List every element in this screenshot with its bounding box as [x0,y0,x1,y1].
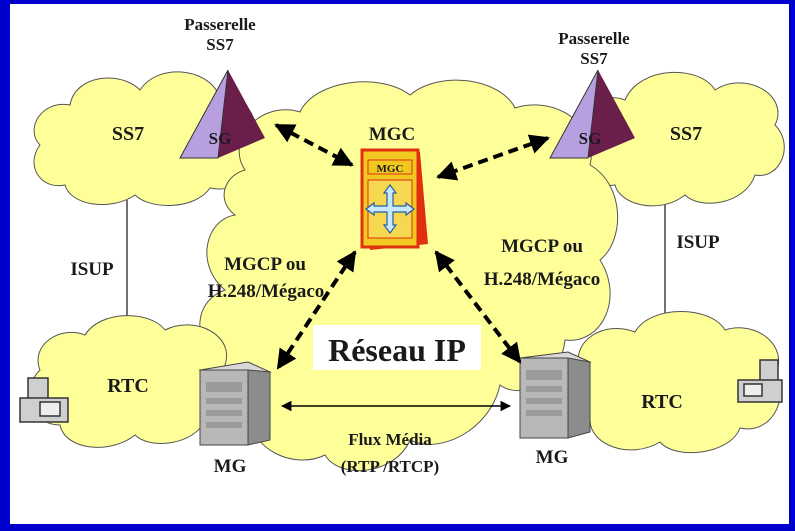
gateway-right-title-2: SS7 [580,49,608,68]
routing-cross-icon [365,184,415,234]
mg-device-right [518,351,592,439]
ip-network-label-box [313,325,481,370]
cloud-ss7-right [578,71,785,207]
gateway-left-title-1: Passerelle [184,15,256,34]
ss7-cloud-right-label: SS7 [670,123,702,145]
sg-tag-left: SG [209,129,232,148]
isup-right-label: ISUP [676,232,720,253]
gateway-right-title-1: Passerelle [558,29,630,48]
isup-left-label: ISUP [70,259,114,280]
network-label: Réseau IP [328,332,466,368]
mgc-device [360,148,428,250]
arrow-sg-right-mgc [436,134,550,181]
mg-left-label: MG [214,456,247,477]
mg-device-left [198,361,272,446]
ss7-cloud-left-label: SS7 [112,123,144,145]
arrow-mgc-mg-left [276,250,357,370]
sg-gateway-right [549,69,635,159]
rtc-right-label: RTC [641,391,683,413]
arrow-sg-left-mgc [274,123,354,167]
rtc-left-label: RTC [107,375,149,397]
mgc-title: MGC [369,124,415,145]
media-flow-line1: Flux Média [348,430,432,449]
sg-tag-right: SG [579,129,602,148]
telephone-icon-right [737,359,783,403]
gateway-left-title-2: SS7 [206,35,234,54]
mg-right-label: MG [536,447,569,468]
media-flow-line2: (RTP /RTCP) [341,457,439,476]
protocol-right-line2: H.248/Mégaco [484,269,601,290]
protocol-left-line2: H.248/Mégaco [208,281,325,302]
sg-gateway-left [179,69,265,159]
cloud-rtc-right [563,311,781,454]
telephone-icon-left [19,377,69,423]
arrow-mgc-mg-right [434,250,522,364]
protocol-left-line1: MGCP ou [224,254,306,275]
mgc-box-label: MGC [377,163,404,175]
protocol-right-line1: MGCP ou [501,236,583,257]
